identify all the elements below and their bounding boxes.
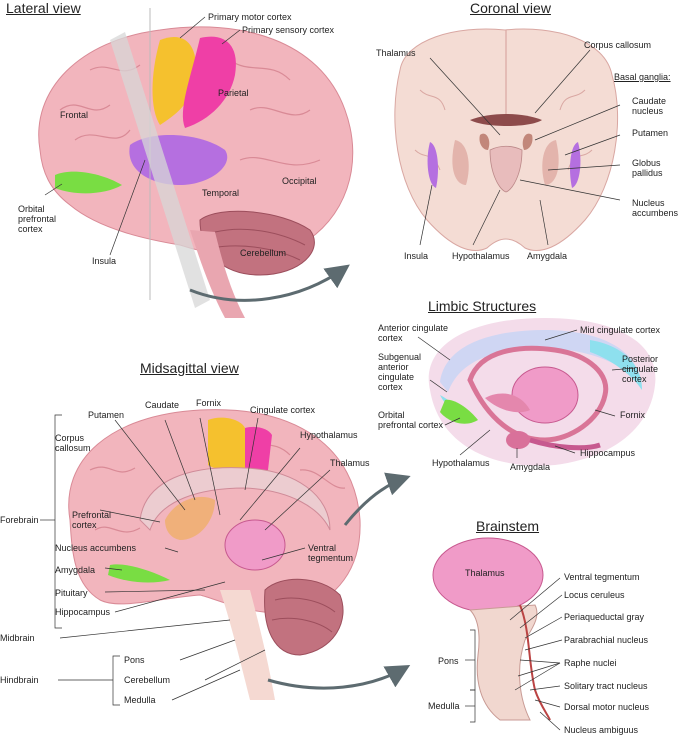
brainstem-diagram — [432, 537, 551, 721]
label-coronal-amygdala: Amygdala — [527, 251, 568, 261]
lateral-view-title: Lateral view — [6, 0, 81, 16]
orbital-prefrontal-region — [55, 171, 122, 194]
label-coronal-insula: Insula — [404, 251, 429, 261]
label-limbic-hypothalamus: Hypothalamus — [432, 458, 490, 468]
label-limbic-hippocampus: Hippocampus — [580, 448, 636, 458]
label-brainstem-pons: Pons — [438, 656, 459, 666]
label-primary-sensory-cortex: Primary sensory cortex — [242, 25, 335, 35]
label-lateral-cerebellum: Cerebellum — [240, 248, 287, 258]
label-anterior-cingulate-line2: cortex — [378, 333, 403, 343]
limbic-thalamus-shape — [511, 366, 579, 424]
label-orbital-line1: Orbital — [18, 204, 45, 214]
limbic-structures-title: Limbic Structures — [428, 298, 537, 314]
label-caudate: Caudate — [145, 400, 180, 410]
label-corpus-line1: Corpus — [55, 433, 85, 443]
midsagittal-view-title: Midsagittal view — [140, 360, 239, 376]
label-parabrachial-nucleus: Parabrachial nucleus — [564, 635, 649, 645]
arrow-lateral-to-coronal — [189, 264, 350, 302]
label-subgenual-line4: cortex — [378, 382, 403, 392]
label-anterior-cingulate-line1: Anterior cingulate — [378, 323, 449, 333]
label-solitary-tract: Solitary tract nucleus — [564, 681, 648, 691]
label-limbic-amygdala: Amygdala — [510, 462, 551, 472]
label-posterior-line3: cortex — [622, 374, 647, 384]
mid-striatum-region — [165, 496, 215, 540]
arrow-mid-to-limbic — [343, 472, 411, 526]
label-globus-line2: pallidus — [632, 168, 663, 178]
leader-lines — [40, 16, 636, 731]
label-parietal: Parietal — [218, 88, 249, 98]
label-coronal-hypothalamus: Hypothalamus — [452, 251, 510, 261]
coronal-brain — [394, 28, 619, 252]
brainstem-title: Brainstem — [476, 518, 540, 534]
label-pituitary: Pituitary — [55, 588, 88, 598]
label-putamen: Putamen — [632, 128, 669, 138]
label-mid-nucleus-accumbens: Nucleus accumbens — [55, 543, 137, 553]
label-dorsal-motor: Dorsal motor nucleus — [564, 702, 650, 712]
primary-sensory-region — [182, 36, 236, 128]
label-caudate-line1: Caudate — [632, 96, 667, 106]
label-midbrain: Midbrain — [0, 633, 35, 643]
coronal-insula-left — [427, 142, 438, 188]
label-ventral-line1: Ventral — [308, 543, 337, 553]
label-locus-ceruleus: Locus ceruleus — [564, 590, 625, 600]
label-mid-hippocampus: Hippocampus — [55, 607, 111, 617]
label-mid-thalamus: Thalamus — [330, 458, 370, 468]
label-corpus-line2: callosum — [55, 443, 91, 453]
label-posterior-line2: cingulate — [622, 364, 659, 374]
label-raphe-nuclei: Raphe nuclei — [564, 658, 617, 668]
label-frontal: Frontal — [60, 110, 89, 120]
arrow-mid-to-brainstem — [267, 665, 411, 690]
label-periaqueductal-gray: Periaqueductal gray — [564, 612, 645, 622]
label-caudate-line2: nucleus — [632, 106, 664, 116]
lateral-brain — [38, 8, 354, 318]
mid-motor-region — [208, 417, 245, 471]
label-nucleus-acc-line2: accumbens — [632, 208, 679, 218]
label-subgenual-line1: Subgenual — [378, 352, 422, 362]
label-mid-hypothalamus: Hypothalamus — [300, 430, 358, 440]
label-putamen: Putamen — [88, 410, 125, 420]
label-mid-cingulate: Mid cingulate cortex — [580, 325, 661, 335]
label-limbic-orbital-line1: Orbital — [378, 410, 405, 420]
label-medulla: Medulla — [124, 695, 156, 705]
coronal-view-title: Coronal view — [470, 0, 551, 16]
label-hindbrain: Hindbrain — [0, 675, 39, 685]
label-brainstem-thalamus: Thalamus — [465, 568, 505, 578]
label-primary-motor-cortex: Primary motor cortex — [208, 12, 292, 22]
label-lateral-insula: Insula — [92, 256, 117, 266]
label-mid-amygdala: Amygdala — [55, 565, 96, 575]
label-orbital-line3: cortex — [18, 224, 43, 234]
label-globus-line1: Globus — [632, 158, 661, 168]
label-prefrontal-line2: cortex — [72, 520, 97, 530]
label-temporal: Temporal — [202, 188, 240, 198]
coronal-insula-right — [570, 142, 581, 188]
limbic-diagram — [428, 318, 656, 466]
label-limbic-orbital-line2: prefrontal cortex — [378, 420, 444, 430]
label-cingulate-cortex: Cingulate cortex — [250, 405, 316, 415]
label-nucleus-ambiguus: Nucleus ambiguus — [564, 725, 639, 735]
label-pons: Pons — [124, 655, 145, 665]
label-posterior-line1: Posterior — [622, 354, 659, 364]
mid-sensory-region — [245, 426, 272, 470]
midsagittal-brain — [68, 409, 361, 700]
label-occipital: Occipital — [282, 176, 317, 186]
label-prefrontal-line1: Prefrontal — [72, 510, 112, 520]
label-brainstem-medulla: Medulla — [428, 701, 460, 711]
limbic-orbital-region — [440, 399, 478, 424]
label-ventral-tegmentum: Ventral tegmentum — [564, 572, 640, 582]
label-orbital-line2: prefrontal — [18, 214, 57, 224]
label-mid-cerebellum: Cerebellum — [124, 675, 171, 685]
label-basal-ganglia: Basal ganglia: — [614, 72, 671, 82]
label-coronal-thalamus: Thalamus — [376, 48, 416, 58]
label-nucleus-acc-line1: Nucleus — [632, 198, 665, 208]
label-subgenual-line3: cingulate — [378, 372, 415, 382]
label-limbic-fornix: Fornix — [620, 410, 646, 420]
label-corpus-callosum: Corpus callosum — [584, 40, 652, 50]
label-ventral-line2: tegmentum — [308, 553, 354, 563]
label-forebrain: Forebrain — [0, 515, 39, 525]
label-subgenual-line2: anterior — [378, 362, 409, 372]
label-fornix: Fornix — [196, 398, 222, 408]
